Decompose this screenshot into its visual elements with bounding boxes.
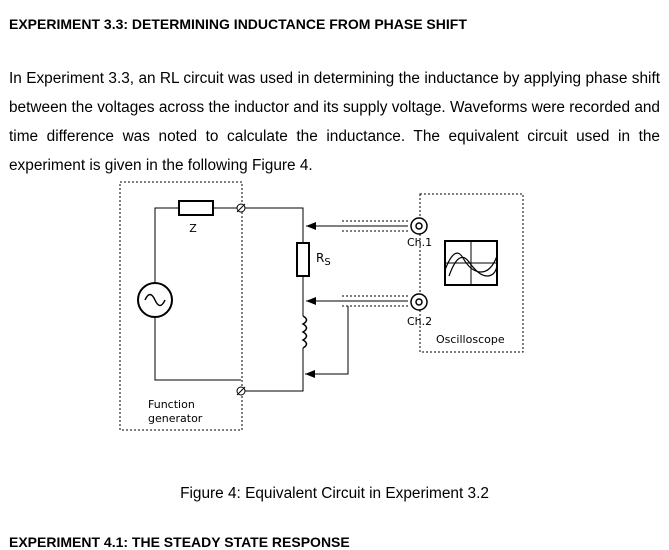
resistor-rs — [296, 242, 310, 277]
ch2-label: Ch.2 — [407, 315, 432, 328]
ch1-label: Ch.1 — [407, 236, 432, 249]
sine-symbol — [144, 293, 166, 307]
figure-caption: Figure 4: Equivalent Circuit in Experime… — [180, 485, 489, 502]
next-section-heading: EXPERIMENT 4.1: THE STEADY STATE RESPONS… — [9, 534, 350, 550]
section-paragraph: In Experiment 3.3, an RL circuit was use… — [9, 70, 660, 175]
main-wire-top — [245, 207, 304, 243]
function-generator-label-line1: Function — [148, 398, 195, 411]
z-label: Z — [189, 222, 197, 235]
function-generator-label-line2: generator — [148, 412, 203, 425]
main-wire-bottom — [245, 348, 304, 392]
section-heading: EXPERIMENT 3.3: DETERMINING INDUCTANCE F… — [9, 16, 467, 32]
generator-wire-left-top — [154, 207, 179, 285]
circuit-diagram: Z RS Ch.1 Ch.2 Oscilloscope Function gen… — [119, 181, 524, 431]
oscilloscope-label: Oscilloscope — [436, 333, 505, 346]
waveform-1 — [444, 252, 498, 273]
oscilloscope-box — [419, 193, 524, 353]
impedance-z — [178, 200, 214, 216]
inductor — [301, 315, 308, 349]
waveform-2 — [448, 256, 498, 277]
function-generator-box — [119, 181, 243, 431]
probe-return-wire — [305, 306, 349, 375]
rs-label: RS — [316, 251, 331, 268]
generator-wire-left-bottom — [154, 317, 241, 381]
